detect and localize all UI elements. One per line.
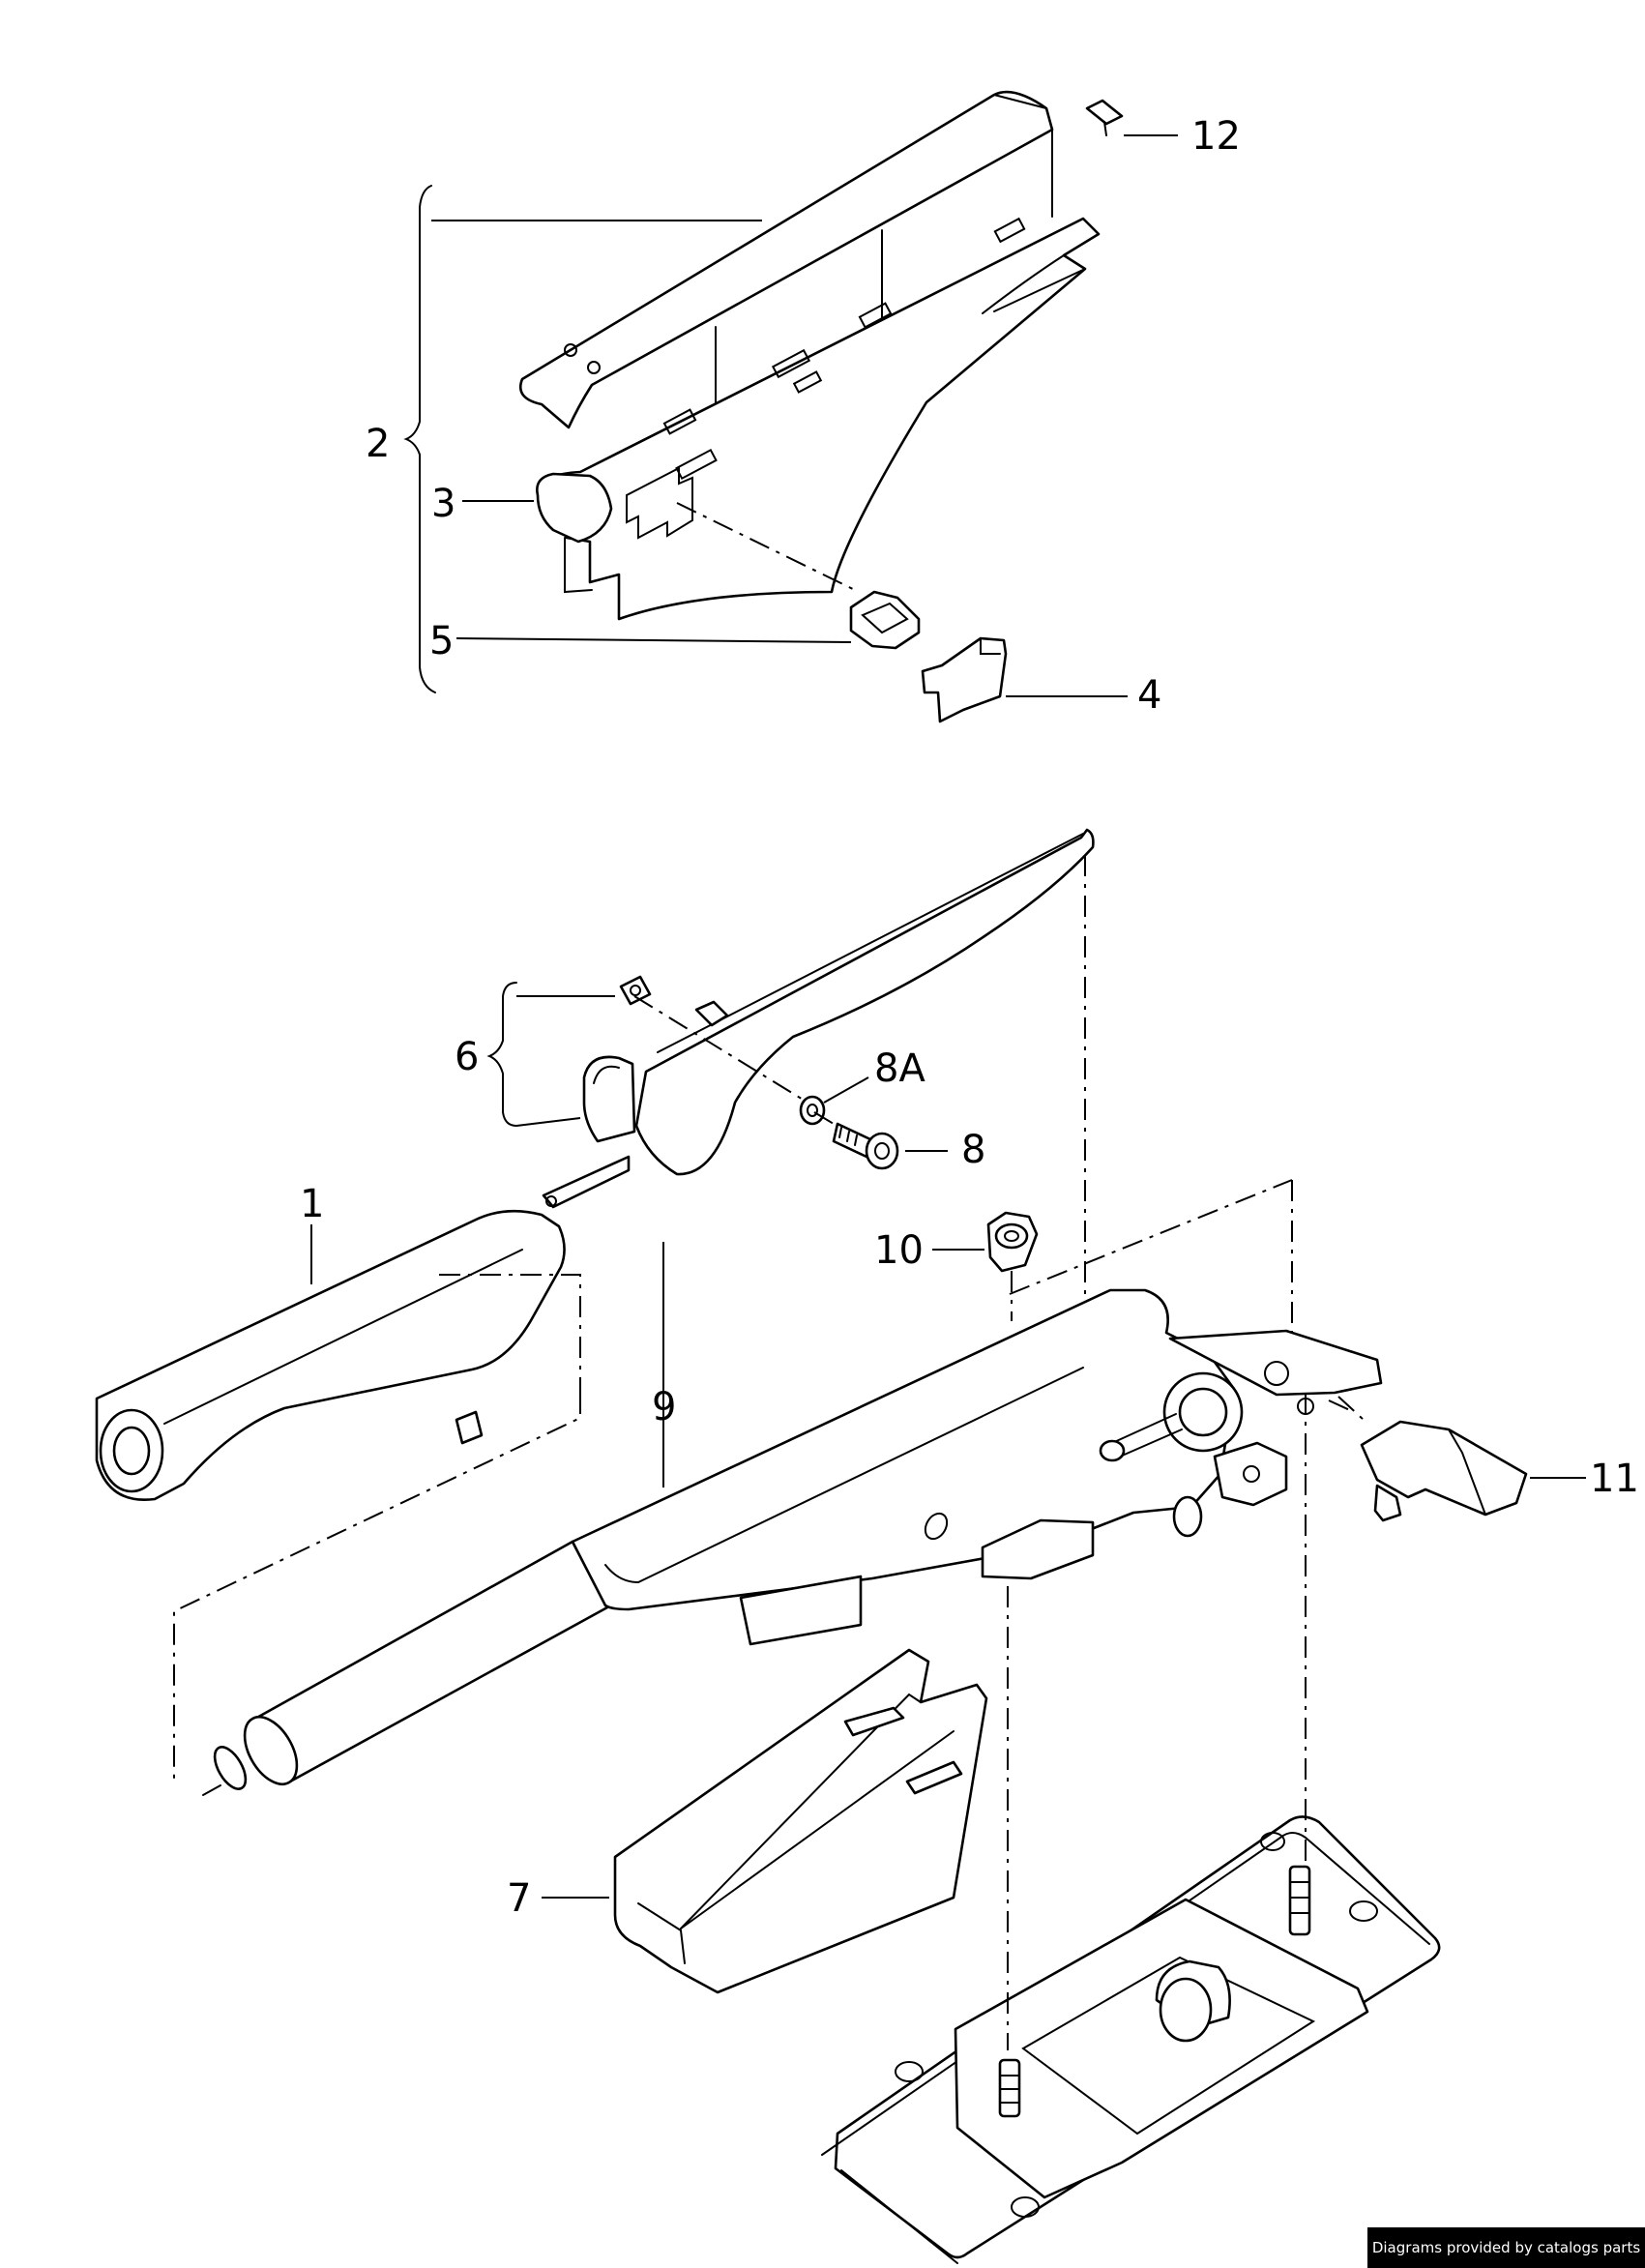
cover-assembly [518, 90, 1101, 621]
console-base-plate [821, 1815, 1441, 2264]
lever-grip [95, 1209, 566, 1501]
washer-8a [799, 1095, 826, 1126]
screw-part-8 [832, 1122, 899, 1170]
clip-part-5 [849, 590, 921, 650]
callout-7: 7 [507, 1876, 531, 1921]
release-rod-part-6 [542, 828, 1095, 1209]
bracket-part-4 [921, 636, 1008, 723]
nut-part-10 [986, 1211, 1039, 1273]
callout-6: 6 [455, 1035, 479, 1079]
boot-cover-part-7 [613, 1648, 988, 1994]
cover-lower-body [542, 217, 1101, 621]
cover-top-strip [518, 90, 1054, 429]
switch-part-11 [1360, 1420, 1528, 1522]
callout-4: 4 [1137, 673, 1161, 718]
callout-10: 10 [874, 1228, 924, 1273]
callout-8a: 8A [874, 1046, 925, 1091]
callout-11: 11 [1590, 1457, 1639, 1501]
leader-lines [310, 134, 1586, 1899]
callout-12: 12 [1191, 114, 1241, 159]
lever-push-rod [251, 1540, 609, 1783]
cover-front-cap [536, 472, 613, 544]
handbrake-lever [202, 1288, 1383, 1796]
clip-part-12 [1085, 99, 1124, 136]
callout-2: 2 [366, 422, 390, 466]
callout-3: 3 [431, 482, 455, 526]
callout-5: 5 [429, 619, 454, 663]
callout-9: 9 [652, 1385, 676, 1429]
callout-1: 1 [300, 1182, 324, 1226]
credit-badge: Diagrams provided by catalogs parts [1367, 2227, 1645, 2268]
callout-8: 8 [961, 1128, 985, 1172]
